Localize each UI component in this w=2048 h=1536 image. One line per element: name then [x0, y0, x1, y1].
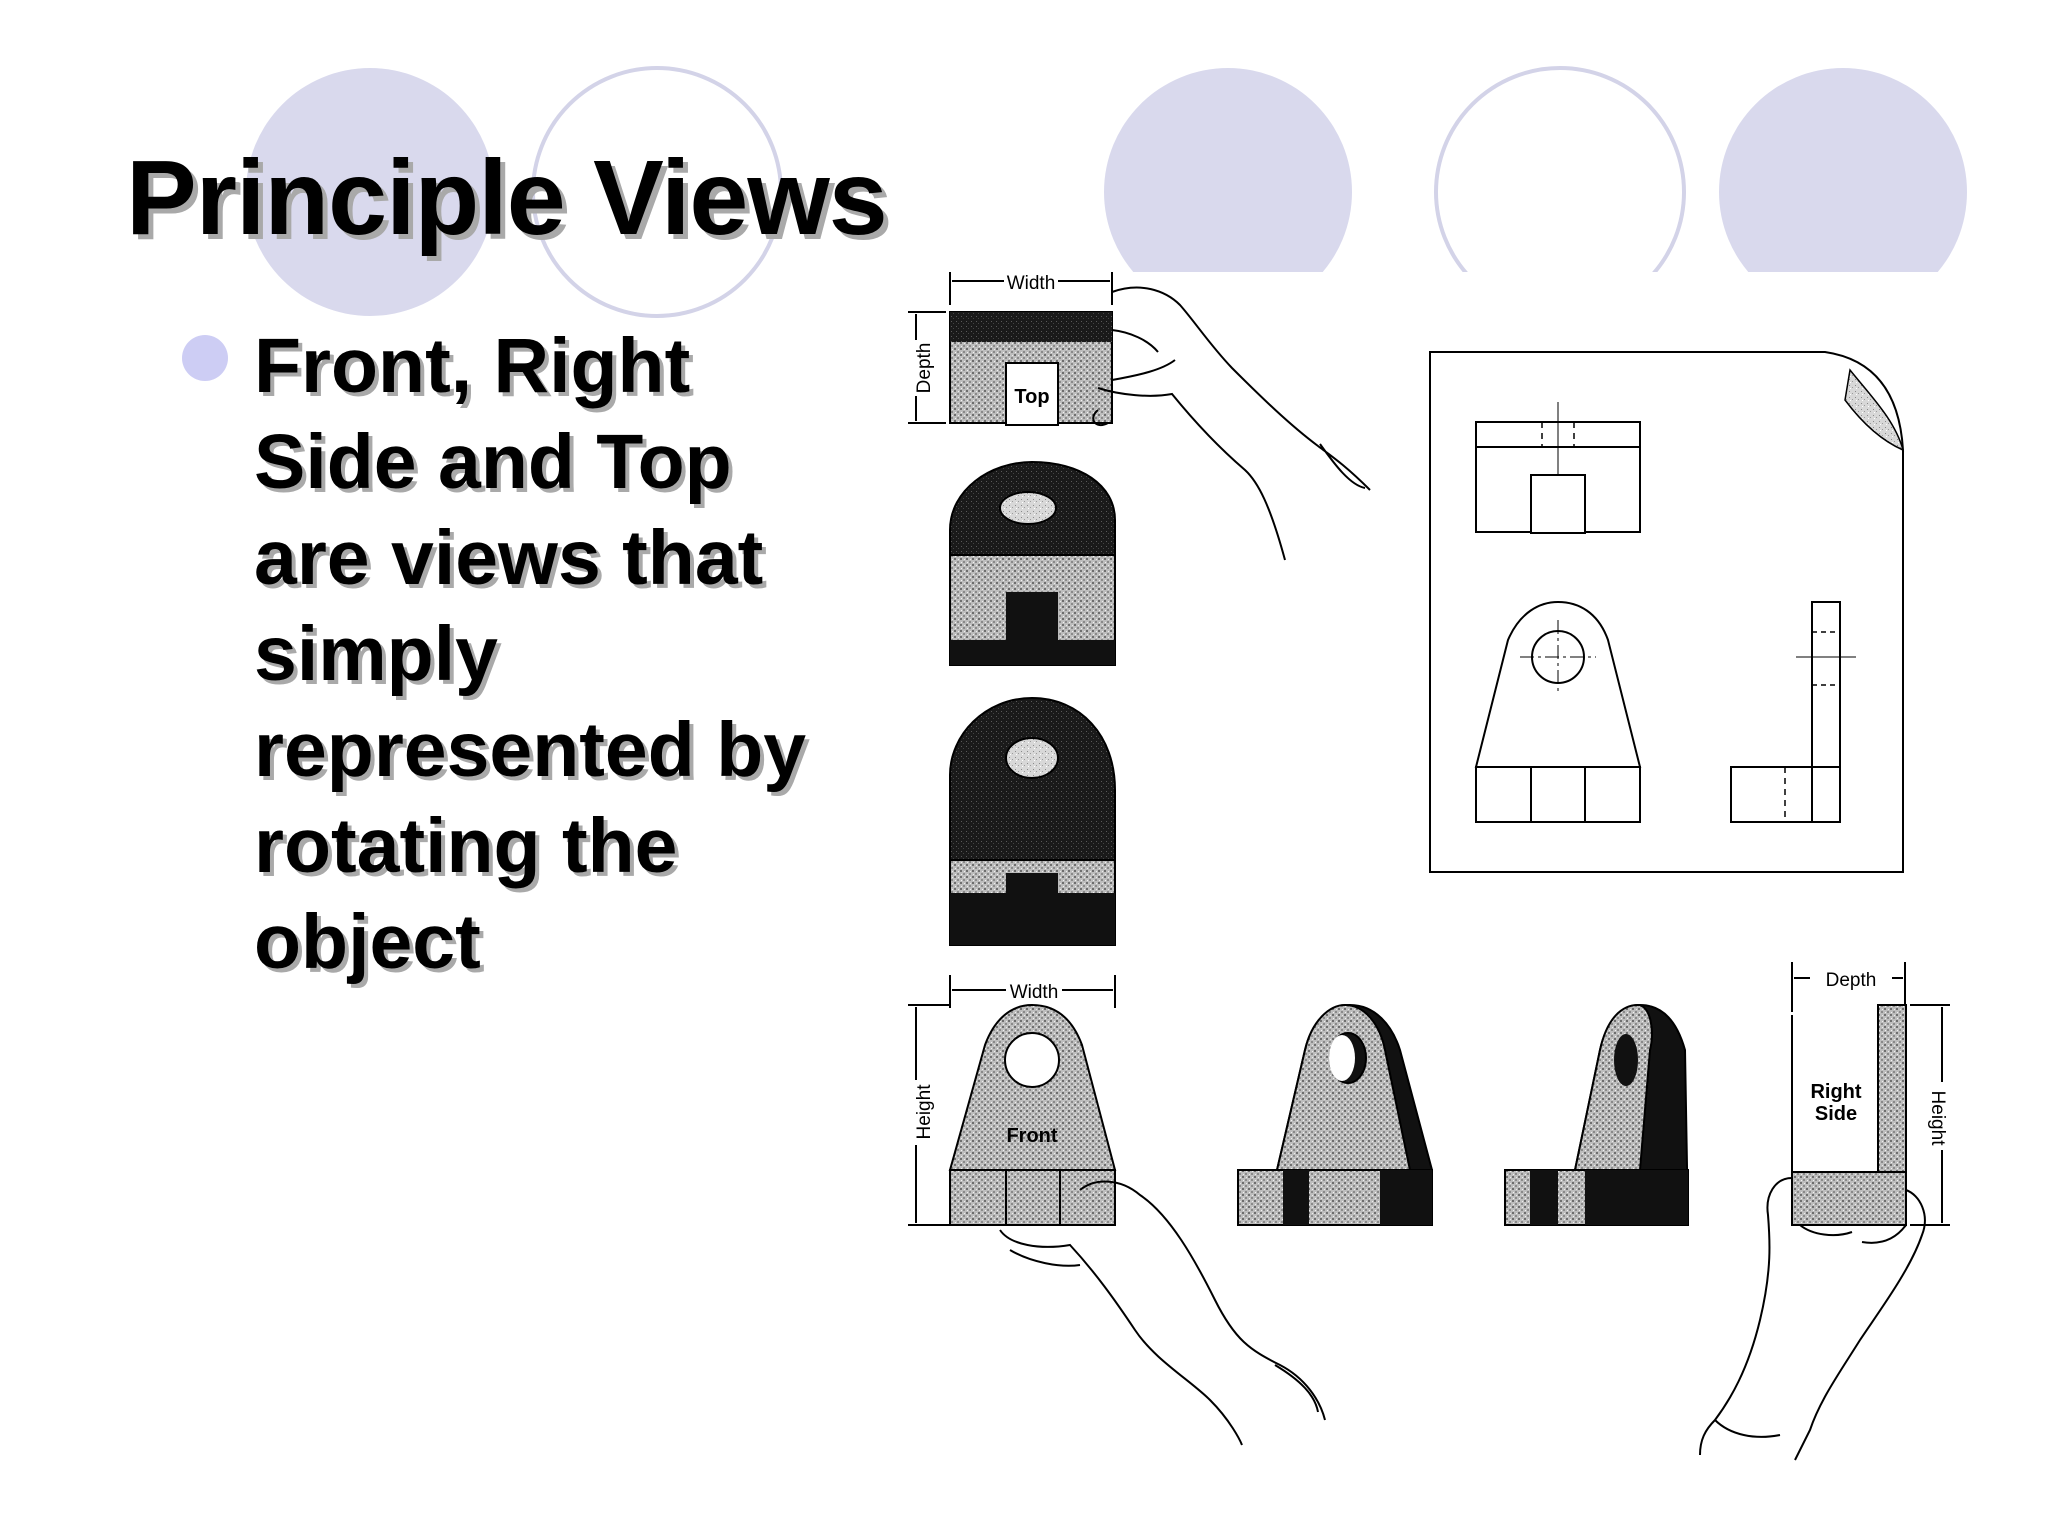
- top-view-block: Width Depth Top: [908, 272, 1113, 426]
- hand-front: [999, 1180, 1326, 1446]
- bullet-line: represented by: [254, 707, 807, 793]
- rotation-step-2: [949, 696, 1116, 946]
- rotation-step-1: [949, 460, 1116, 666]
- front-height-label: Height: [914, 1084, 935, 1140]
- rotation-step-4: [1504, 1003, 1690, 1226]
- bullet-line: Front, Right: [254, 323, 691, 409]
- front-view-label: Front: [1006, 1125, 1057, 1147]
- bullet-text: Front, Right Side and Top are views that…: [254, 318, 874, 990]
- drawing-sheet: [1429, 351, 1905, 873]
- bullet-line: Side and Top: [254, 419, 732, 505]
- front-view-block: Width Height Front: [908, 975, 1117, 1226]
- bullet-line: rotating the: [254, 803, 678, 889]
- hand-side: [1699, 1177, 1926, 1461]
- slide-title: Principle Views: [126, 139, 888, 257]
- decor-circle-filled-1: [246, 68, 494, 316]
- side-depth-label: Depth: [1826, 970, 1877, 991]
- top-width-label: Width: [1007, 273, 1056, 294]
- hand-top: [1092, 286, 1371, 561]
- decor-circle-filled-2: [1104, 68, 1352, 272]
- right-side-view-block: Depth Right Side Height: [1791, 962, 1950, 1226]
- bullet-line: are views that: [254, 515, 764, 601]
- decor-circle-outline-2: [1434, 66, 1686, 272]
- bullet-dot: [182, 335, 228, 381]
- side-view-label-line2: Side: [1815, 1103, 1857, 1125]
- top-view-label: Top: [1014, 386, 1049, 408]
- decor-circle-outline-1: [531, 66, 783, 318]
- decor-circle-filled-3: [1719, 68, 1967, 272]
- bullet-line: object: [254, 899, 481, 985]
- side-view-label-line1: Right: [1810, 1081, 1861, 1103]
- bullet-line: simply: [254, 611, 498, 697]
- side-height-label: Height: [1927, 1091, 1948, 1147]
- rotation-step-3: [1237, 1003, 1433, 1226]
- top-depth-label: Depth: [914, 343, 935, 394]
- front-width-label: Width: [1010, 982, 1059, 1003]
